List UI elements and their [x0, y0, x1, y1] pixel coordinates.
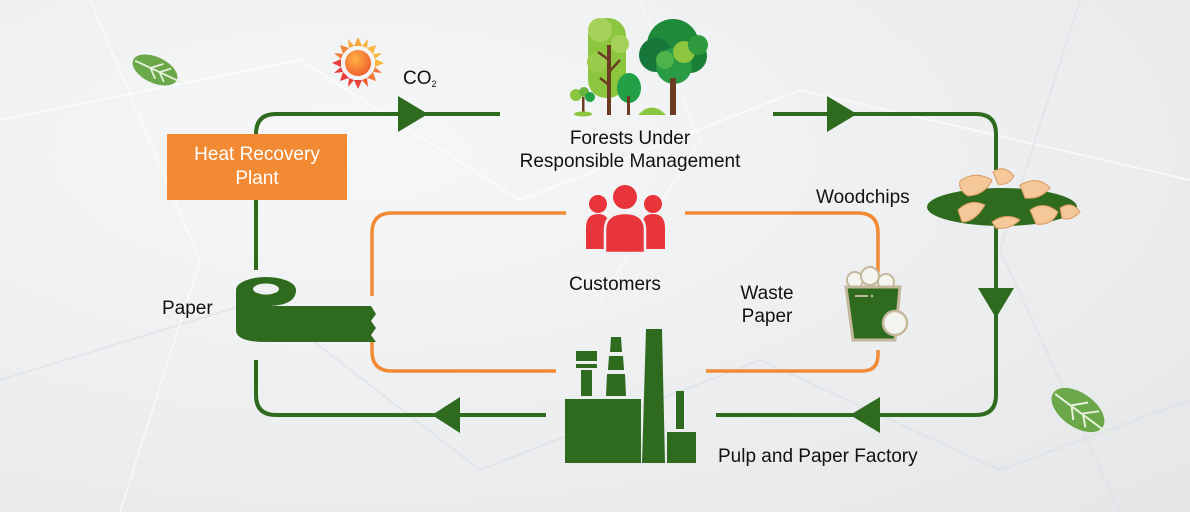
heat-recovery-label-line2: Plant: [235, 168, 279, 189]
paper-roll-icon: [236, 277, 376, 342]
factory-label: Pulp and Paper Factory: [718, 446, 918, 467]
waste-paper-label-line1: Waste: [740, 283, 794, 304]
inner-line-paper-to-customers: [370, 211, 566, 296]
factory-icon: [565, 329, 696, 463]
paper-label: Paper: [162, 298, 213, 319]
sun-icon: [332, 37, 384, 89]
leaf-icon: [1051, 387, 1111, 436]
inner-line-waste-to-factory: [706, 350, 880, 373]
flow-line-woodchips-to-factory: [716, 225, 998, 417]
people-group-icon: [586, 185, 665, 255]
leaf-icon: [132, 54, 183, 86]
trees-icon: [570, 18, 708, 117]
forests-label-line1: Forests Under: [569, 128, 691, 149]
waste-paper-label-line2: Paper: [741, 306, 793, 327]
inner-recycle-loop: [370, 211, 880, 373]
inner-line-customers-to-waste: [685, 211, 880, 272]
waste-paper-label: Waste Paper: [725, 282, 809, 328]
co2-label: CO2: [403, 68, 437, 90]
woodchips-label: Woodchips: [816, 187, 910, 208]
customers-label: Customers: [569, 274, 661, 295]
forests-label: Forests Under Responsible Management: [490, 127, 770, 173]
forests-label-line2: Responsible Management: [519, 151, 741, 172]
heat-recovery-plant-box: Heat Recovery Plant: [167, 134, 347, 200]
flow-line-factory-to-paper: [254, 360, 546, 417]
flow-line-forest-to-woodchips: [773, 112, 998, 170]
inner-line-factory-to-paper: [370, 340, 556, 373]
woodchips-icon: [927, 168, 1081, 229]
co2-subscript: 2: [431, 79, 437, 89]
arrow-right-forest: [827, 96, 857, 132]
arrow-left-factory: [850, 397, 880, 433]
heat-recovery-label-line1: Heat Recovery: [194, 144, 320, 165]
arrow-down-woodchips: [978, 288, 1014, 318]
arrow-right-co2: [398, 96, 428, 132]
waste-bin-icon: [844, 266, 909, 342]
co2-base: CO: [403, 68, 432, 89]
arrow-left-paper: [432, 397, 460, 433]
